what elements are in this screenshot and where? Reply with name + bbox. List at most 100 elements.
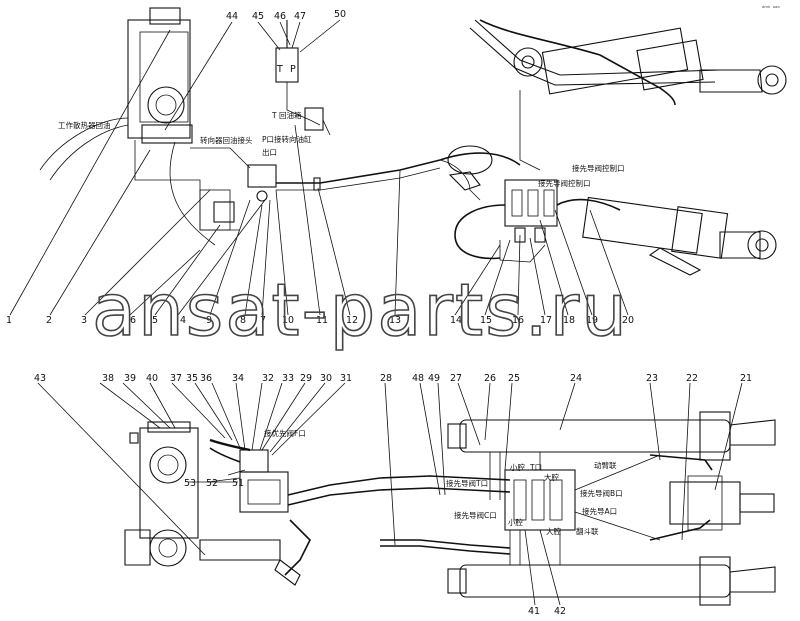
bottom-callout-numbers: 43 38 39 40 37 35 36 34 32 33 29 30 31 2… [34, 373, 752, 617]
callout-8: 8 [240, 315, 246, 326]
callout-12: 12 [346, 315, 358, 326]
callout-41: 43 [34, 373, 46, 384]
priority-valve-bottom [239, 471, 289, 513]
callout-18: 18 [563, 315, 575, 326]
callout-3: 3 [81, 315, 87, 326]
p-mark: P [290, 64, 296, 75]
label-pilot-t: 接先导阀T口 [446, 478, 488, 488]
callout-11: 11 [316, 315, 328, 326]
callout-27: 27 [450, 373, 462, 384]
label-bucket-link: 翻斗联 [576, 527, 599, 536]
priority-valve [247, 164, 277, 188]
callout-44: 44 [226, 11, 238, 22]
callout-4: 4 [180, 315, 186, 326]
callout-46: 46 [274, 11, 286, 22]
callout-29: 29 [300, 373, 312, 384]
callout-37: 37 [170, 373, 182, 384]
callout-6: 6 [130, 315, 136, 326]
callout-13: 13 [389, 315, 401, 326]
label-steering-port: 转向器回油接头 [200, 135, 253, 145]
label-p-port: P口接转向油缸 [262, 134, 312, 144]
callout-49: 49 [428, 373, 440, 384]
callout-34: 34 [232, 373, 244, 384]
callout-36: 36 [200, 373, 212, 384]
label-pilot-b: 接先导阀B口 [580, 488, 623, 498]
callout-20: 20 [622, 315, 634, 326]
callout-32: 32 [262, 373, 274, 384]
callout-38: 38 [102, 373, 114, 384]
callout-26: 26 [484, 373, 496, 384]
corner-mark: ᵈᵐᵏ ᵃᵃᵃ [762, 5, 780, 12]
callout-16: 16 [512, 315, 524, 326]
top-callout-numbers: 1 2 3 4 5 6 7 8 9 10 11 12 13 14 15 16 1… [6, 9, 634, 326]
callout-50: 50 [334, 9, 346, 20]
multi-way-valve [504, 179, 558, 227]
callout-48: 48 [412, 373, 424, 384]
t-mark: T [276, 64, 283, 75]
callout-14: 14 [450, 315, 462, 326]
callout-25: 25 [508, 373, 520, 384]
callout-21: 21 [740, 373, 752, 384]
callout-9: 9 [206, 315, 212, 326]
callout-28: 28 [380, 373, 392, 384]
callout-40: 40 [146, 373, 158, 384]
label-large-chamber-top: 大腔 [544, 472, 559, 482]
label-large-chamber-bottom: 大腔 [546, 526, 561, 536]
callout-7: 7 [260, 315, 266, 326]
callout-17: 17 [540, 315, 552, 326]
callout-15: 15 [480, 315, 492, 326]
callout-22: 22 [686, 373, 698, 384]
callout-23: 23 [646, 373, 658, 384]
label-pilot-a: 接先导A口 [582, 506, 617, 516]
callout-19: 19 [586, 315, 598, 326]
label-filter-port: 接优先阀F口 [264, 428, 306, 438]
tilt-cylinder [669, 481, 741, 525]
label-outlet: 出口 [262, 147, 277, 157]
cylinder-top [459, 419, 731, 453]
callout-31: 31 [340, 373, 352, 384]
hydraulic-tank [127, 19, 191, 139]
callout-2: 2 [46, 315, 52, 326]
label-arm-link: 动臂联 [594, 460, 617, 470]
callout-52: 52 [206, 478, 218, 489]
callout-35: 35 [186, 373, 198, 384]
callout-47: 47 [294, 11, 306, 22]
label-pilot-lower: 接先导阀控制口 [538, 178, 591, 188]
callout-43: 41 [528, 606, 540, 617]
callout-1: 1 [6, 315, 12, 326]
callout-39: 39 [124, 373, 136, 384]
watermark: ansat-parts.ru [92, 268, 629, 352]
label-small-chamber-bottom: 小腔 [508, 517, 523, 527]
pressure-pipe [276, 152, 521, 184]
cylinder-bottom [459, 564, 731, 598]
pump-body [199, 189, 231, 231]
callout-42: 42 [554, 606, 566, 617]
label-pilot-upper: 接先导阀控制口 [572, 163, 625, 173]
bottom-assembly [124, 411, 776, 606]
filter-top [147, 86, 185, 124]
tank-cap [149, 7, 181, 25]
callout-10: 10 [282, 315, 294, 326]
callout-30: 30 [320, 373, 332, 384]
boom-cylinder-upper [474, 19, 721, 76]
label-t-port: T口 [529, 463, 542, 472]
label-radiator-return: 工作散热器回油 [58, 120, 111, 130]
label-pilot-c: 接先导阀C口 [454, 510, 497, 520]
label-t-return: T 回油箱 [271, 110, 302, 120]
top-callouts [9, 19, 629, 316]
callout-33: 33 [282, 373, 294, 384]
label-small-chamber-top: 小腔 [510, 462, 525, 472]
check-valve [304, 107, 324, 131]
callout-51: 51 [232, 478, 244, 489]
filter-bottom [149, 529, 187, 567]
callout-45: 45 [252, 11, 264, 22]
callout-24: 24 [570, 373, 582, 384]
tank-bottom [139, 427, 199, 539]
boom-cylinder-lower [582, 196, 703, 254]
top-assembly: T P [39, 7, 787, 276]
callout-5: 5 [152, 315, 158, 326]
callout-53: 53 [184, 478, 196, 489]
bottom-callouts [37, 382, 743, 606]
